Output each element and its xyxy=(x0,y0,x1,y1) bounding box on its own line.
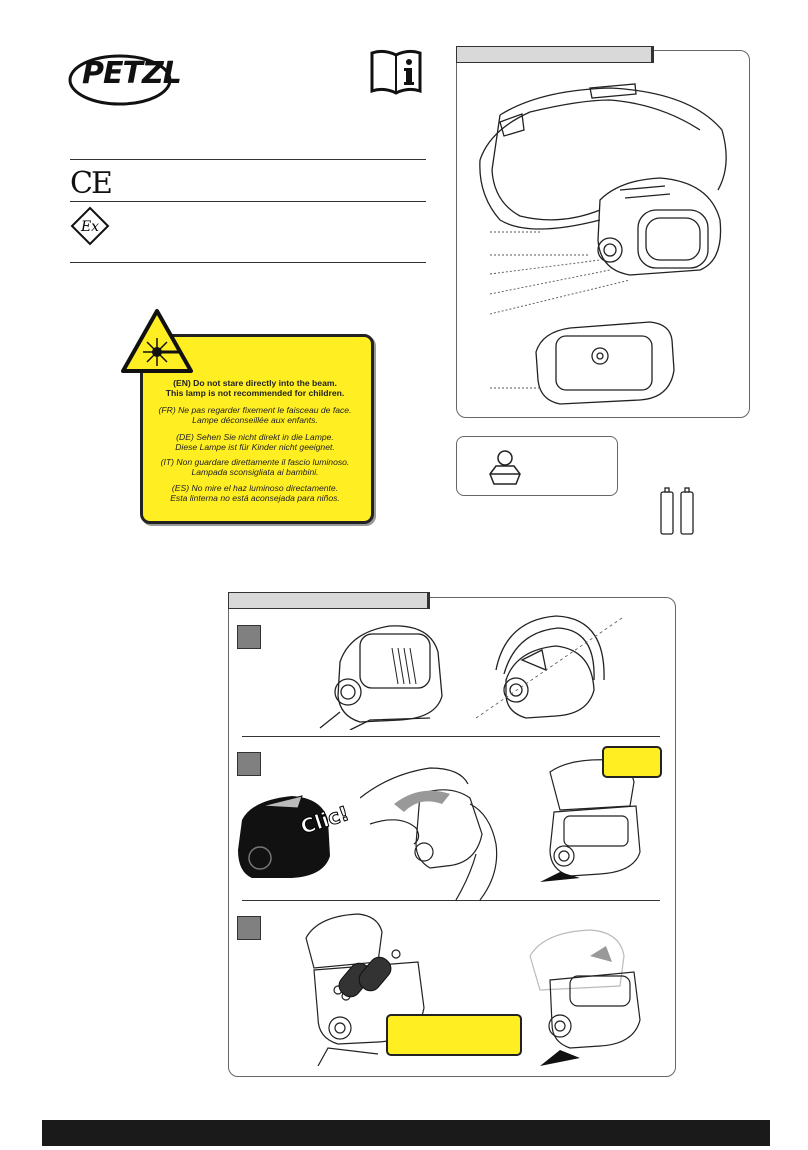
warning-fr-1: (FR) Ne pas regarder fixement le faiscea… xyxy=(158,405,352,415)
note-box-step-3 xyxy=(386,1014,522,1056)
warning-en-2: This lamp is not recommended for childre… xyxy=(165,388,345,398)
lamp-tilt-illustration xyxy=(476,615,623,719)
mount-accessory-icon xyxy=(489,450,521,485)
step-3-marker xyxy=(237,916,261,940)
nomenclature-header-bar xyxy=(456,46,654,63)
lamp-closed-illustration xyxy=(319,625,443,730)
step-1-marker xyxy=(237,625,261,649)
warning-it-1: (IT) Non guardare direttamente il fascio… xyxy=(160,457,350,467)
warning-de-1: (DE) Sehen Sie nicht direkt in die Lampe… xyxy=(176,432,334,442)
divider-3 xyxy=(70,262,426,263)
divider-1 xyxy=(70,159,426,160)
installation-header-bar xyxy=(228,592,430,609)
warning-es-2: Esta linterna no está aconsejada para ni… xyxy=(170,493,340,503)
step-divider-1 xyxy=(242,736,660,737)
warning-fr-2: Lampe déconseillée aux enfants. xyxy=(192,415,318,425)
petzl-logo xyxy=(68,54,172,106)
info-book-icon xyxy=(370,49,422,95)
atex-ex-icon: Ex xyxy=(70,206,110,246)
ex-text: Ex xyxy=(80,219,99,235)
step-divider-2 xyxy=(242,900,660,901)
warning-de-2: Diese Lampe ist für Kinder nicht geeigne… xyxy=(175,442,335,452)
warning-it-2: Lampada sconsigliata ai bambini. xyxy=(191,467,319,477)
logo-text: PETZL xyxy=(82,56,182,91)
aa-batteries-icon xyxy=(660,487,694,535)
footer-bar xyxy=(42,1120,770,1146)
hand-opening-illustration xyxy=(360,767,498,901)
lamp-clic-illustration xyxy=(238,795,330,878)
headlamp-diagram xyxy=(479,83,727,405)
lamp-closing-illustration xyxy=(529,929,641,1066)
note-box-step-2 xyxy=(602,746,662,778)
accessory-box xyxy=(456,436,618,496)
laser-hazard-icon xyxy=(121,309,193,373)
ce-mark: CE xyxy=(70,166,113,201)
warning-en-1: (EN) Do not stare directly into the beam… xyxy=(173,378,337,388)
warning-es-1: (ES) No mire el haz luminoso directament… xyxy=(171,483,339,493)
step-2-marker xyxy=(237,752,261,776)
divider-2 xyxy=(70,201,426,202)
